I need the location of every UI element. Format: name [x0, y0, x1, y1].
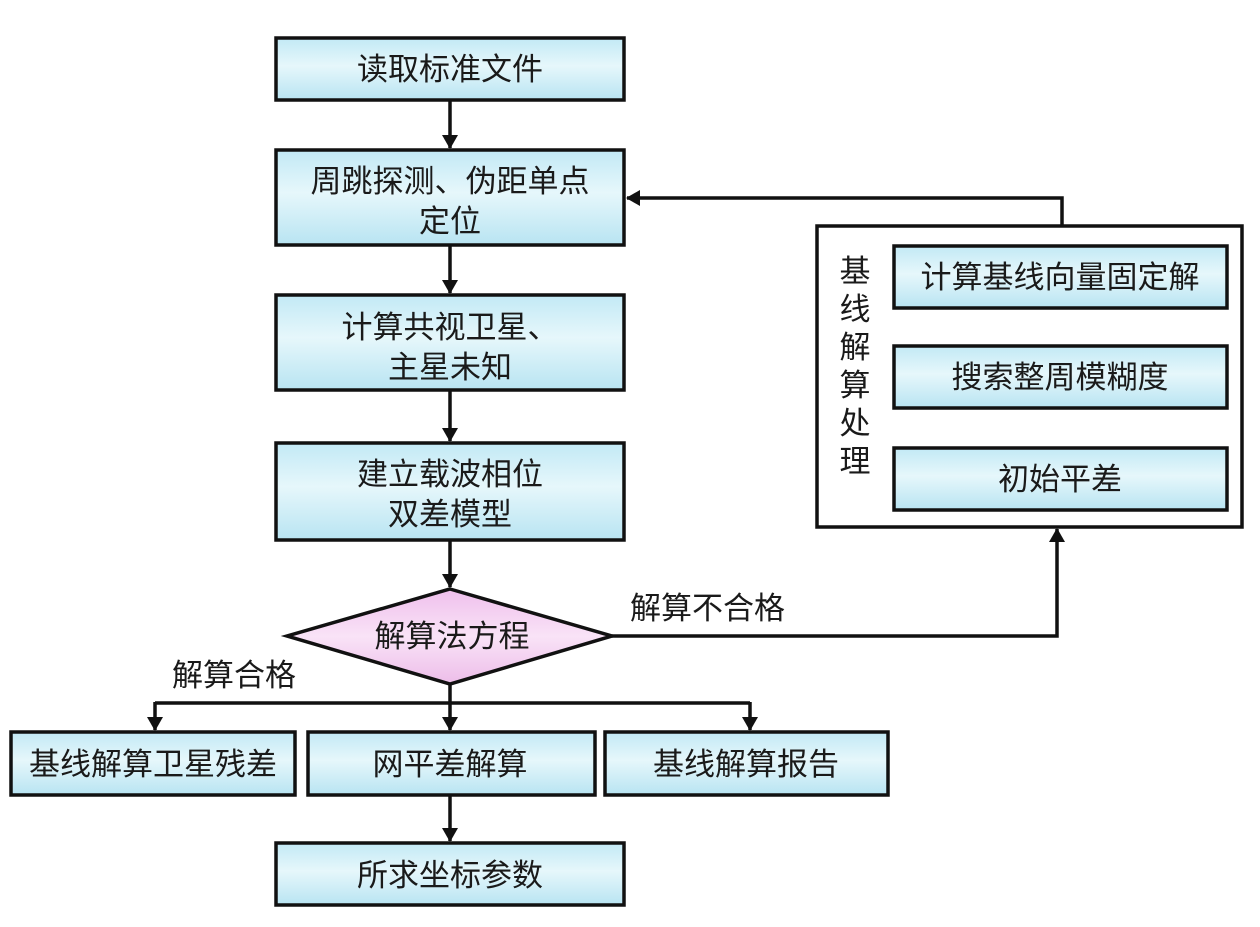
node-initial-adjust: 初始平差	[892, 446, 1229, 512]
node-fixed-solution-label: 计算基线向量固定解	[921, 260, 1200, 296]
node-decision-label: 解算法方程	[375, 619, 530, 655]
container-vertical-label: 基 线 解 算 处 理	[840, 254, 871, 480]
node-dd-model: 建立载波相位 双差模型	[274, 441, 626, 542]
node-coordinates: 所求坐标参数	[274, 841, 626, 907]
node-common-sats: 计算共视卫星、 主星未知	[274, 293, 626, 392]
arrow-container-to-cycleslip	[626, 190, 1064, 225]
node-cycle-slip-label-line1: 周跳探测、伪距单点	[311, 164, 590, 200]
node-dd-model-label-line1: 建立载波相位	[357, 457, 543, 493]
container-label-char: 解	[840, 330, 871, 366]
edge-label-pass: 解算合格	[172, 658, 296, 694]
node-coordinates-label: 所求坐标参数	[357, 858, 543, 894]
baseline-processing-container: 基 线 解 算 处 理 计算基线向量固定解 搜索整周模糊度 初始平差	[815, 224, 1244, 529]
node-ambiguity-search-label: 搜索整周模糊度	[952, 360, 1169, 396]
container-label-char: 基	[840, 254, 871, 290]
container-label-char: 理	[840, 444, 871, 480]
node-read-file: 读取标准文件	[274, 36, 626, 102]
node-cycle-slip: 周跳探测、伪距单点 定位	[274, 148, 626, 247]
node-initial-adjust-label: 初始平差	[998, 462, 1122, 498]
node-ambiguity-search: 搜索整周模糊度	[892, 344, 1229, 410]
node-read-file-label: 读取标准文件	[357, 52, 543, 88]
node-common-sats-label-line1: 计算共视卫星、	[342, 310, 559, 346]
container-label-char: 处	[840, 406, 871, 442]
node-dd-model-label-line2: 双差模型	[388, 497, 512, 533]
node-common-sats-label-line2: 主星未知	[388, 350, 512, 386]
container-label-char: 算	[840, 368, 871, 404]
node-report-label: 基线解算报告	[653, 747, 839, 783]
node-residuals-label: 基线解算卫星残差	[29, 747, 277, 783]
arrow-fail-to-baseline-container	[612, 528, 1065, 638]
node-cycle-slip-label-line2: 定位	[419, 204, 481, 240]
edge-label-fail: 解算不合格	[630, 591, 785, 627]
node-network-adjust: 网平差解算	[306, 730, 597, 797]
node-residuals: 基线解算卫星残差	[9, 730, 297, 797]
node-network-adjust-label: 网平差解算	[373, 747, 528, 783]
node-decision: 解算法方程	[280, 587, 619, 686]
node-fixed-solution: 计算基线向量固定解	[892, 244, 1229, 310]
container-label-char: 线	[840, 292, 871, 328]
node-report: 基线解算报告	[603, 730, 890, 797]
connectors	[147, 100, 1068, 842]
